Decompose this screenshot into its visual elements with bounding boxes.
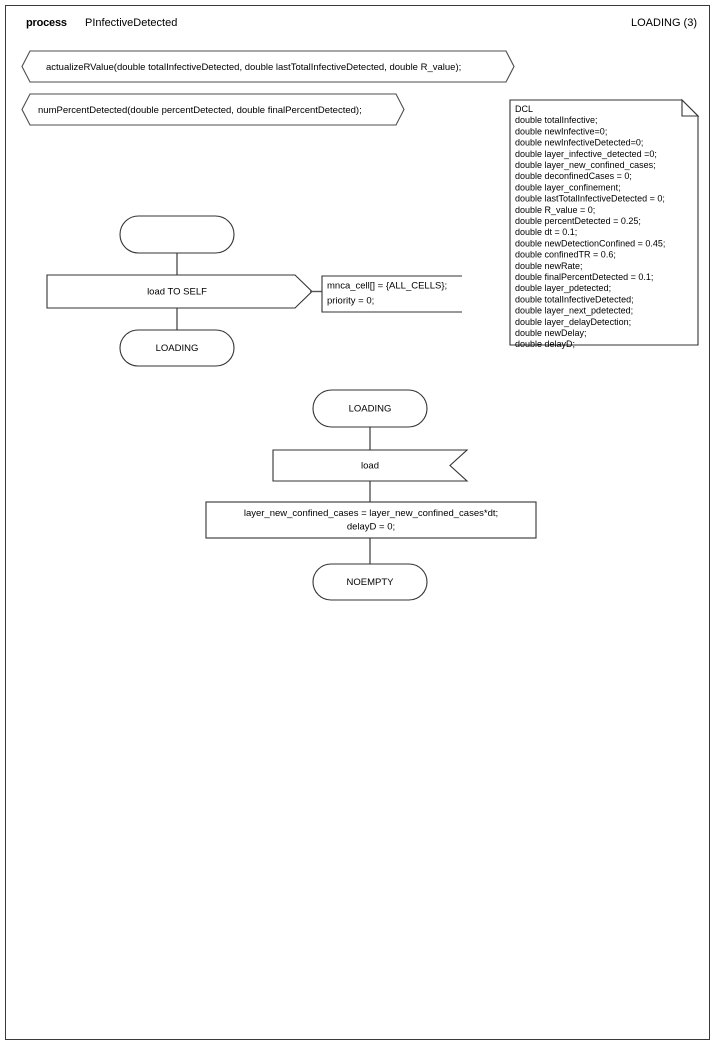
declaration-line: double layer_confinement; xyxy=(515,182,621,192)
declaration-line: double layer_infective_detected =0; xyxy=(515,149,657,159)
declaration-line: double newRate; xyxy=(515,261,583,271)
declaration-line: double delayD; xyxy=(515,339,575,349)
state-box-loading-b[interactable]: LOADING xyxy=(312,389,428,428)
task-line: layer_new_confined_cases = layer_new_con… xyxy=(244,508,498,519)
declaration-line: double layer_new_confined_cases; xyxy=(515,160,656,170)
declaration-line: double lastTotalInfectiveDetected = 0; xyxy=(515,194,665,204)
declaration-line: double R_value = 0; xyxy=(515,205,595,215)
state-box-loading-a[interactable]: LOADING xyxy=(119,329,235,367)
declaration-line: double dt = 0.1; xyxy=(515,227,577,237)
comment-box-mnca[interactable]: mnca_cell[] = {ALL_CELLS}; priority = 0; xyxy=(321,275,462,313)
process-name: PInfectiveDetected xyxy=(85,17,178,29)
comment-line: priority = 0; xyxy=(327,296,374,307)
task-line: delayD = 0; xyxy=(347,522,395,533)
declaration-line: double percentDetected = 0.25; xyxy=(515,216,641,226)
procedure-shape-numPercentDetected[interactable]: numPercentDetected(double percentDetecte… xyxy=(21,93,405,126)
declaration-line: double confinedTR = 0.6; xyxy=(515,250,616,260)
state-label-loading-b: LOADING xyxy=(349,404,392,415)
process-keyword: process xyxy=(26,17,67,29)
input-shape-load[interactable]: load xyxy=(272,449,469,482)
declaration-line: double layer_pdetected; xyxy=(515,283,611,293)
declaration-lines: double totalInfective; double newInfecti… xyxy=(515,115,665,349)
declaration-line: double newInfectiveDetected=0; xyxy=(515,138,643,148)
state-box-noempty[interactable]: NOEMPTY xyxy=(312,563,428,601)
declaration-line: double newDelay; xyxy=(515,328,587,338)
task-box-confined-cases[interactable]: layer_new_confined_cases = layer_new_con… xyxy=(205,501,537,539)
declaration-line: double totalInfectiveDetected; xyxy=(515,294,634,304)
procedure-label-actualizeRValue: actualizeRValue(double totalInfectiveDet… xyxy=(46,62,461,73)
output-shape-load-to-self[interactable]: load TO SELF xyxy=(46,274,313,309)
declaration-line: double deconfinedCases = 0; xyxy=(515,171,632,181)
declaration-line: double newInfective=0; xyxy=(515,126,607,136)
declaration-line: double totalInfective; xyxy=(515,115,598,125)
declaration-line: double newDetectionConfined = 0.45; xyxy=(515,238,665,248)
input-label-load: load xyxy=(361,461,379,472)
state-box-start-a[interactable] xyxy=(119,215,235,254)
state-reference-label: LOADING (3) xyxy=(630,17,697,29)
comment-line: mnca_cell[] = {ALL_CELLS}; xyxy=(327,281,447,292)
procedure-label-numPercentDetected: numPercentDetected(double percentDetecte… xyxy=(38,105,362,116)
declaration-line: double layer_delayDetection; xyxy=(515,317,631,327)
declaration-title: DCL xyxy=(515,104,533,114)
declaration-line: double layer_next_pdetected; xyxy=(515,306,633,316)
declaration-line: double finalPercentDetected = 0.1; xyxy=(515,272,653,282)
state-label-loading-a: LOADING xyxy=(156,343,199,354)
declaration-note-box[interactable]: DCL double totalInfective; double newInf… xyxy=(509,98,700,349)
output-label-load-to-self: load TO SELF xyxy=(147,287,207,298)
procedure-shape-actualizeRValue[interactable]: actualizeRValue(double totalInfectiveDet… xyxy=(21,50,515,83)
state-label-noempty: NOEMPTY xyxy=(347,577,395,588)
